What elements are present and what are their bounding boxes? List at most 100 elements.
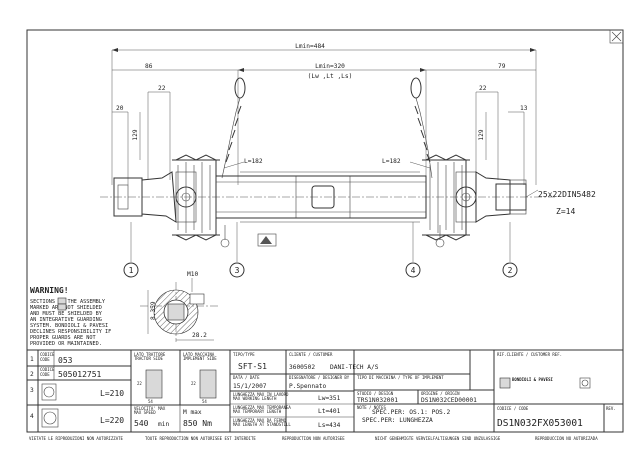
ls-value: Ls=434 (318, 422, 341, 429)
svg-text:22: 22 (191, 381, 196, 386)
dim-129-right: 129 (478, 129, 485, 140)
svg-text:MAX SPEED: MAX SPEED (134, 410, 156, 415)
svg-text:TOUTE REPRODUCTION NON AUTORIS: TOUTE REPRODUCTION NON AUTORISEE EST INT… (145, 436, 256, 441)
label-m10: M10 (187, 271, 198, 278)
lw-value: Lw=351 (318, 395, 341, 402)
type-value: SFT-S1 (238, 362, 267, 371)
label-8359: 8.359 (150, 301, 157, 320)
svg-text:VIETATE LE RIPRODUZIONI NON AU: VIETATE LE RIPRODUZIONI NON AUTORIZZATE (29, 436, 124, 441)
date-value: 15/1/2007 (233, 383, 267, 390)
svg-text:LATO TRATTORE: LATO TRATTORE (134, 352, 166, 357)
customer-code: 3600502 (289, 364, 315, 371)
callout-2 (502, 262, 518, 278)
dim-lmin-tubes: Lmin=320 (315, 63, 345, 70)
svg-text:IMPLEMENT SIDE: IMPLEMENT SIDE (183, 356, 217, 361)
driveshaft-assembly: L=182 L=182 25x22DIN5482 Z=14 (113, 77, 596, 248)
svg-text:TIPO/TYPE: TIPO/TYPE (233, 352, 255, 357)
row1-code: 053 (58, 356, 73, 365)
label-l182-right: L=182 (382, 158, 401, 165)
svg-text:2: 2 (30, 371, 34, 378)
svg-text:DATA / DATE: DATA / DATE (233, 375, 260, 380)
design-code: TRS1N032001 (357, 397, 398, 404)
shield-warning-icon (257, 233, 277, 247)
cross-section-view: M10 8.359 28.2 (140, 271, 220, 342)
label-spline: 25x22DIN5482 (538, 190, 596, 199)
svg-text:54: 54 (202, 399, 207, 404)
svg-text:RIF.CLIENTE / CUSTOMER REF.: RIF.CLIENTE / CUSTOMER REF. (497, 352, 562, 357)
svg-text:CODICE / CODE: CODICE / CODE (497, 406, 529, 411)
left-chain-hook (234, 77, 246, 99)
label-l182-left: L=182 (244, 158, 263, 165)
svg-text:CODE: CODE (40, 357, 50, 362)
callouts: 1 3 4 2 (123, 222, 518, 278)
sheet-frame (26, 29, 624, 433)
row2-code: 505012751 (58, 370, 102, 379)
svg-text:NICHT GENEHMIGTE VERVIELFALTIG: NICHT GENEHMIGTE VERVIELFALTIGUNGEN SIND… (375, 436, 501, 441)
spec-line-2: SPEC.PER: LUNGHEZZA (362, 417, 433, 424)
svg-text:REPRODUCTION NON AUTORISEE: REPRODUCTION NON AUTORISEE (282, 436, 345, 441)
svg-text:MAX WORKING LENGTH: MAX WORKING LENGTH (233, 396, 277, 401)
implement-side-profile (199, 369, 217, 399)
origin-code: DS1N032CED00001 (421, 397, 477, 404)
svg-text:22: 22 (137, 381, 142, 386)
shield-marker-icon (57, 297, 67, 305)
svg-text:DECLINES RESPONSIBILITY IF: DECLINES RESPONSIBILITY IF (30, 329, 111, 335)
max-speed: 540 (134, 419, 149, 428)
row3-length: L=210 (100, 389, 124, 398)
callout-3 (229, 262, 245, 278)
drawing-code: DS1N032FX053001 (497, 418, 583, 429)
dim-22-left: 22 (158, 85, 166, 92)
label-z14: Z=14 (556, 207, 575, 216)
lt-value: Lt=401 (318, 408, 341, 415)
dim-22-right: 22 (479, 85, 487, 92)
svg-text:LATO MACCHINA: LATO MACCHINA (183, 352, 215, 357)
svg-text:MAX TEMPORARY LENGTH: MAX TEMPORARY LENGTH (233, 409, 282, 414)
corner-box (609, 29, 624, 44)
svg-text:SYSTEM. BONDIOLI & PAVESI: SYSTEM. BONDIOLI & PAVESI (30, 323, 108, 329)
svg-text:VELOCITA' MAX: VELOCITA' MAX (134, 406, 166, 411)
svg-text:min: min (158, 421, 169, 428)
svg-text:PROVIDED OR MAINTAINED.: PROVIDED OR MAINTAINED. (30, 341, 102, 347)
svg-text:REV.: REV. (606, 406, 616, 411)
svg-text:SECTIONS OF THE ASSEMBLY: SECTIONS OF THE ASSEMBLY (30, 299, 106, 305)
customer-name: DANI-TECH A/S (330, 364, 379, 371)
row4-length: L=220 (100, 416, 124, 425)
svg-text:LUNGHEZZA MAX IN LAVORO: LUNGHEZZA MAX IN LAVORO (233, 392, 289, 397)
svg-text:1: 1 (30, 356, 34, 363)
svg-text:DISEGNATORE / DESIGNER BY: DISEGNATORE / DESIGNER BY (289, 375, 350, 380)
svg-text:MAX LENGTH AT STANDSTILL: MAX LENGTH AT STANDSTILL (233, 422, 291, 427)
right-guard-cone (425, 154, 467, 241)
svg-text:CLIENTE / CUSTOMER: CLIENTE / CUSTOMER (289, 352, 333, 357)
tractor-side-profile (145, 369, 163, 399)
svg-text:CODICE: CODICE (40, 367, 55, 372)
dim-13: 13 (520, 105, 528, 112)
svg-text:PROPER GUARDS ARE NOT: PROPER GUARDS ARE NOT (30, 335, 96, 341)
svg-text:STUDIO / DESIGN: STUDIO / DESIGN (357, 391, 394, 396)
spec-line-1: SPEC.PER: OS.1: POS.2 (372, 409, 451, 416)
footer-notes: VIETATE LE RIPRODUZIONI NON AUTORIZZATE … (29, 436, 598, 441)
brand-name: BONDIOLI & PAVESI (512, 377, 554, 382)
svg-text:ORIGINE / ORIGIN: ORIGINE / ORIGIN (421, 391, 460, 396)
svg-text:1: 1 (129, 266, 134, 275)
callout-1 (123, 262, 139, 278)
dim-86: 86 (145, 63, 153, 70)
svg-text:TIPO DI MACCHINA / TYPE OF IMP: TIPO DI MACCHINA / TYPE OF IMPLEMENT (357, 375, 444, 380)
svg-text:LUNGHEZZA MAX DA FERMO: LUNGHEZZA MAX DA FERMO (233, 418, 287, 423)
dim-lmin-total: Lmin=484 (295, 43, 325, 50)
svg-text:3: 3 (30, 387, 34, 394)
callout-4 (405, 262, 421, 278)
svg-text:CODE: CODE (40, 372, 50, 377)
label-28-2: 28.2 (192, 332, 207, 339)
brand-logo: BONDIOLI & PAVESI (499, 377, 591, 389)
svg-text:REPRODUCCION NO AUTORIZADA: REPRODUCCION NO AUTORIZADA (535, 436, 598, 441)
svg-text:3: 3 (235, 266, 240, 275)
svg-text:4: 4 (30, 413, 34, 420)
dim-79: 79 (498, 63, 506, 70)
dim-129-left: 129 (132, 129, 139, 140)
svg-text:2: 2 (508, 266, 513, 275)
svg-text:AN INTEGRATIVE GUARDING: AN INTEGRATIVE GUARDING (30, 317, 102, 323)
svg-text:54: 54 (148, 399, 153, 404)
max-torque: 850 Nm (183, 419, 212, 428)
